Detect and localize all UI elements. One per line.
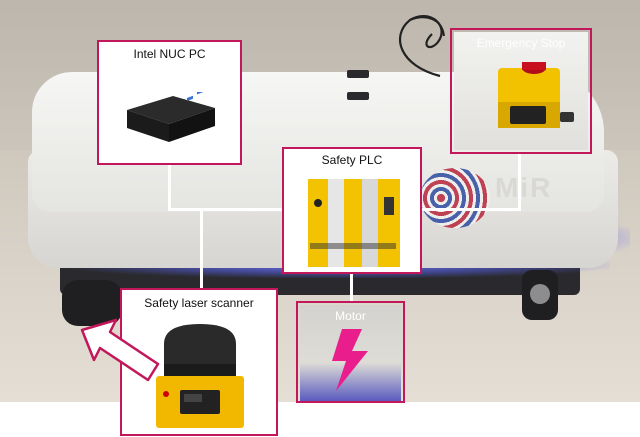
connector-line — [350, 274, 353, 302]
cable-icon — [399, 15, 445, 78]
emergency-stop-callout: Emergency Stop — [450, 28, 592, 154]
photo-bottom-margin — [0, 402, 640, 437]
connector-line — [200, 208, 203, 290]
intel-nuc-callout: Intel NUC PC — [97, 40, 242, 165]
plc-module-icon — [308, 179, 400, 267]
safety-laser-scanner-callout: Safety laser scanner — [120, 288, 278, 436]
brand-logo-mark: MiR — [495, 172, 553, 203]
front-left-caster — [62, 280, 122, 326]
mini-pc-icon — [127, 92, 215, 142]
connector-line — [168, 165, 171, 210]
safety-plc-label: Safety PLC — [321, 153, 383, 167]
intel-nuc-label: Intel NUC PC — [133, 47, 206, 61]
motor-callout: Motor — [296, 301, 405, 403]
top-vent — [347, 70, 369, 78]
safety-laser-scanner-label: Safety laser scanner — [144, 296, 254, 310]
rear-right-caster — [522, 270, 558, 320]
top-vent — [347, 92, 369, 100]
pointer-arrow-icon — [80, 318, 160, 382]
lightning-bolt-icon — [332, 329, 368, 391]
motor-label: Motor — [335, 309, 366, 323]
brand-logo-stripes — [420, 168, 490, 228]
emergency-stop-button-icon — [498, 62, 574, 128]
connector-line — [518, 154, 521, 211]
safety-plc-callout: Safety PLC — [282, 147, 422, 274]
connector-line — [420, 208, 520, 211]
laser-scanner-icon — [156, 324, 244, 428]
emergency-stop-label: Emergency Stop — [476, 36, 566, 50]
connector-line — [168, 208, 284, 211]
